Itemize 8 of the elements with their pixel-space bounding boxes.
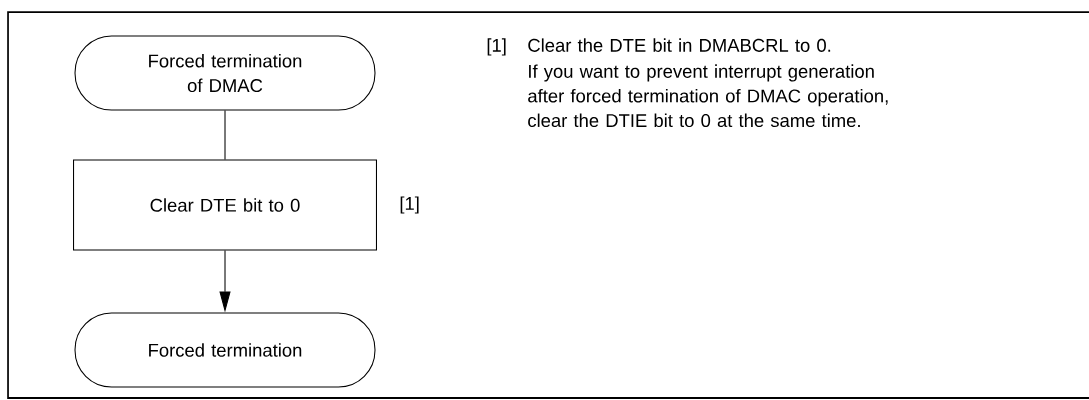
note-text: Clear the DTE bit in DMABCRL to 0. [528,38,831,52]
connector-line [224,110,226,160]
terminator: Forced termination of DMAC [74,35,376,111]
terminator: Forced termination [74,312,376,388]
note-text: If you want to prevent interrupt generation after forced termination of DMAC operation, clear the DTIE bit to 0 at the same time. [528,64,888,128]
step-number: [1] [487,38,506,56]
process-box: Clear DTE bit to 0 [73,159,377,251]
step-number: [1] [400,196,419,214]
